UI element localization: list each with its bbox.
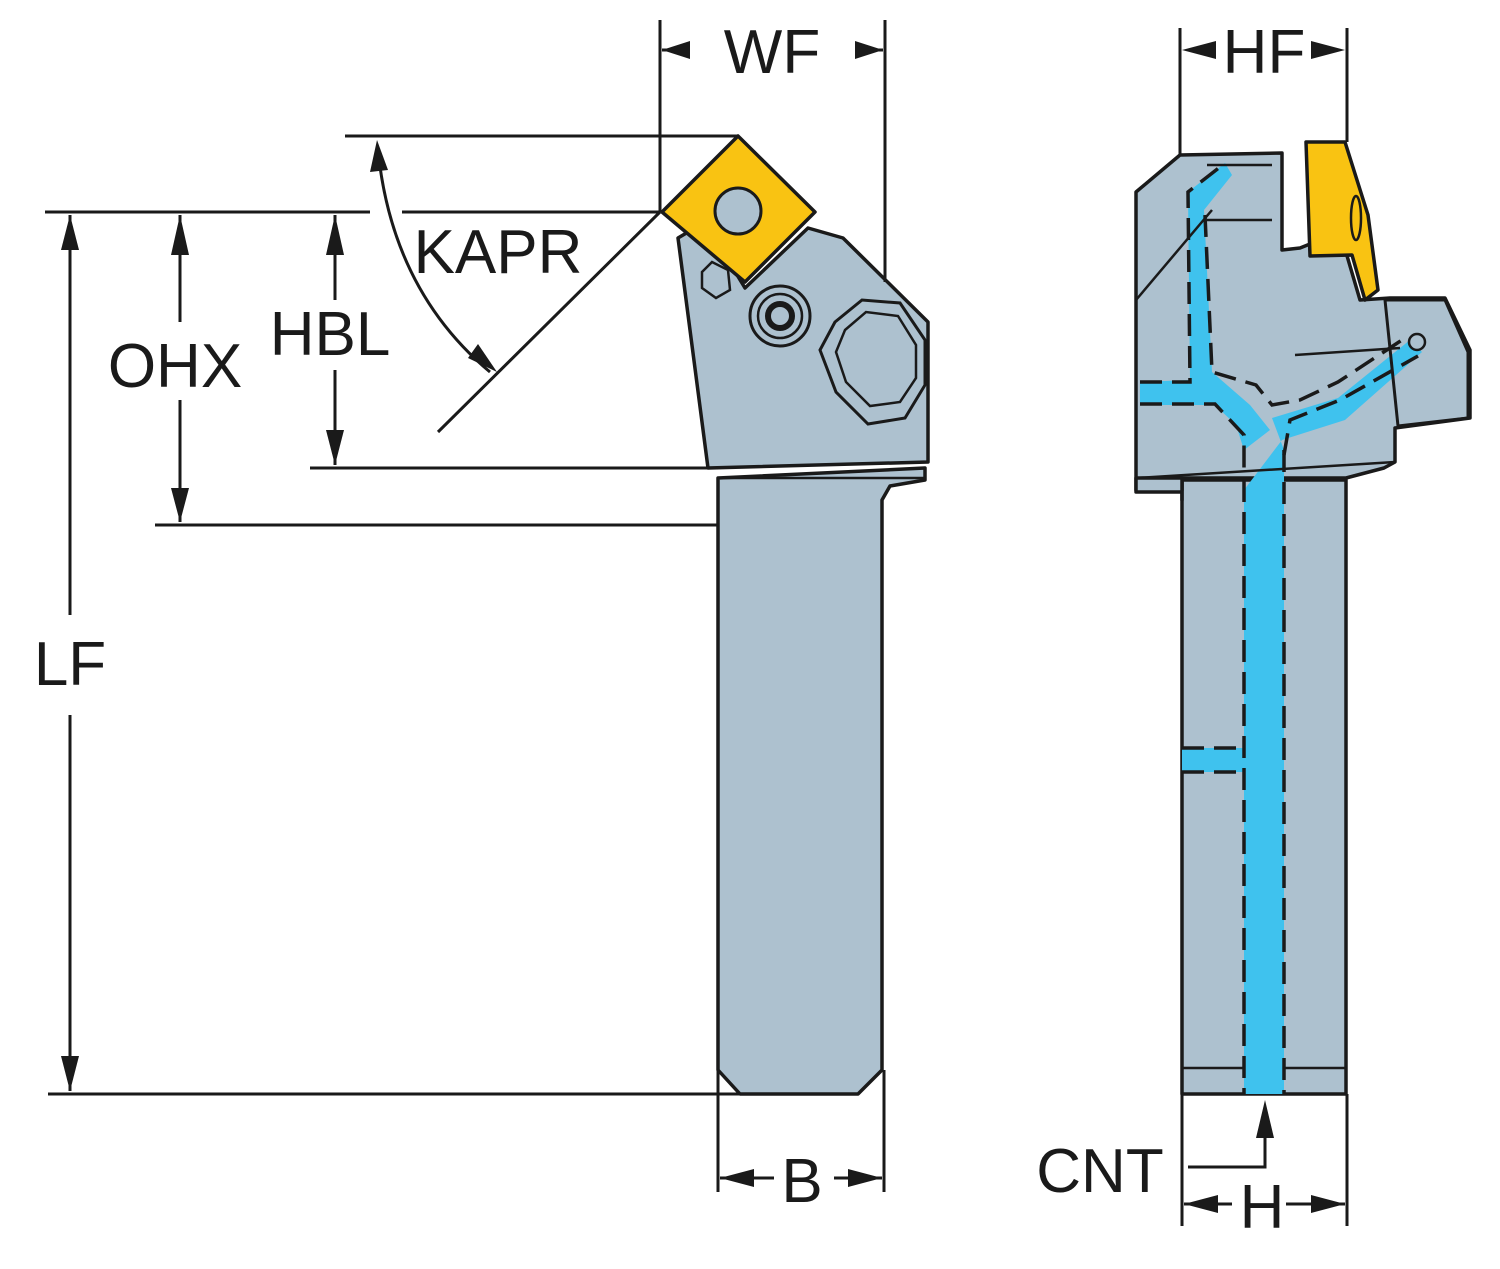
pin-recess: [700, 260, 732, 300]
coolant-side-branch: [1182, 748, 1244, 772]
label-hbl: HBL: [270, 300, 391, 369]
side-insert: [1304, 140, 1380, 302]
label-kapr: KAPR: [414, 218, 583, 287]
dimension-hf: HF: [1178, 18, 1349, 155]
dimension-hbl: HBL: [270, 215, 708, 470]
dimension-kapr: KAPR: [345, 134, 738, 434]
dimension-wf: WF: [658, 18, 887, 282]
dimension-h: H: [1180, 1094, 1349, 1242]
dimension-ohx: OHX: [108, 215, 718, 527]
label-wf: WF: [724, 18, 820, 87]
clamp-edge-line: [1294, 346, 1401, 357]
clamp-block: [1383, 298, 1470, 428]
side-head: [1134, 151, 1472, 492]
label-lf: LF: [34, 630, 106, 699]
clamp-lever-inner: [834, 310, 918, 408]
dimension-b: B: [716, 1070, 886, 1216]
label-ohx: OHX: [108, 332, 242, 401]
label-h: H: [1240, 1173, 1285, 1242]
insert-side-hole: [1349, 194, 1363, 242]
coolant-dashed-outlines: [1140, 161, 1419, 1094]
dimension-cnt: CNT: [1036, 1100, 1274, 1206]
coolant-upper-channel: [1140, 163, 1270, 450]
label-cnt: CNT: [1036, 1137, 1163, 1206]
side-view: HF H CNT: [1036, 18, 1472, 1242]
insert-hole: [713, 186, 763, 236]
front-view: WF KAPR HBL: [34, 18, 930, 1216]
screw-hex-socket: [765, 301, 795, 331]
screw-outer-ring: [748, 284, 812, 348]
clamp-lever-outer: [818, 298, 927, 426]
side-flange: [1134, 476, 1184, 502]
front-shank: [716, 466, 927, 1096]
label-hf: HF: [1223, 18, 1306, 87]
head-chamfer-line: [1135, 209, 1213, 301]
coolant-main-channel: [1244, 340, 1422, 1094]
label-b: B: [781, 1147, 822, 1216]
clamp-screw: [1407, 332, 1427, 352]
dimension-lf: LF: [34, 215, 740, 1096]
screw-inner-ring: [756, 292, 804, 340]
head-base-line: [1135, 460, 1396, 480]
